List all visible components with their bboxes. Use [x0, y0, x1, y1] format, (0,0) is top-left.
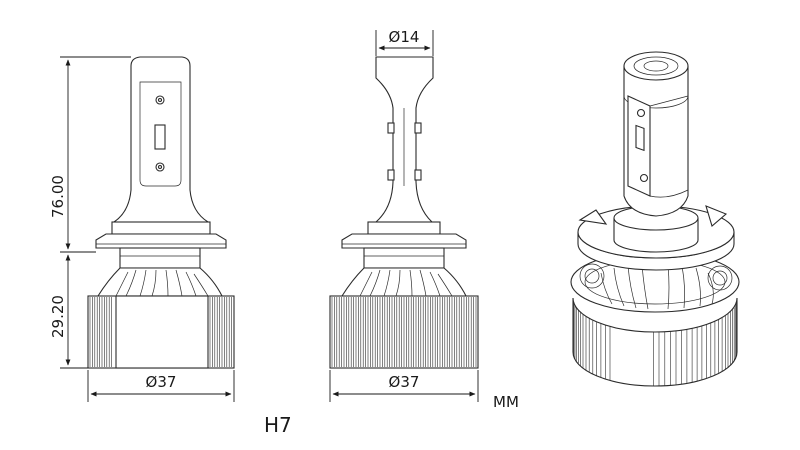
- side-flare: [341, 267, 467, 297]
- side-fins: [331, 297, 477, 367]
- iso-fins: [572, 300, 737, 386]
- side-tab-right: [414, 122, 422, 134]
- side-flange: [341, 233, 467, 249]
- side-collar: [367, 221, 441, 235]
- neck-diameter-label: Ø14: [389, 28, 420, 46]
- iso-tower-top: [623, 51, 689, 81]
- front-collar: [111, 221, 211, 235]
- side-diameter-label: Ø37: [389, 373, 420, 391]
- front-chip-slot: [154, 124, 166, 150]
- front-dimensions: 76.00 29.20 Ø37: [49, 56, 235, 402]
- front-diameter-label: Ø37: [146, 373, 177, 391]
- front-chip-panel: [139, 81, 182, 187]
- front-flange: [95, 233, 227, 249]
- front-view: [87, 56, 235, 369]
- base-height-label: 29.20: [49, 295, 67, 338]
- isometric-view: [570, 51, 740, 387]
- front-flare: [97, 267, 223, 297]
- model-label: H7: [264, 413, 292, 437]
- unit-label: MM: [493, 393, 519, 411]
- side-view: [329, 56, 479, 369]
- front-neck: [119, 247, 201, 269]
- side-tab-left: [387, 122, 395, 134]
- iso-screw-top-icon: [636, 108, 646, 118]
- side-neck: [363, 247, 445, 269]
- front-fin-window: [115, 295, 209, 369]
- total-height-label: 76.00: [49, 175, 67, 218]
- front-fins-left: [89, 297, 112, 367]
- side-driver-board: [374, 56, 434, 223]
- front-fins-right: [209, 297, 232, 367]
- iso-screw-bottom-icon: [639, 173, 649, 183]
- side-dimensions: Ø14 Ø37: [329, 28, 479, 402]
